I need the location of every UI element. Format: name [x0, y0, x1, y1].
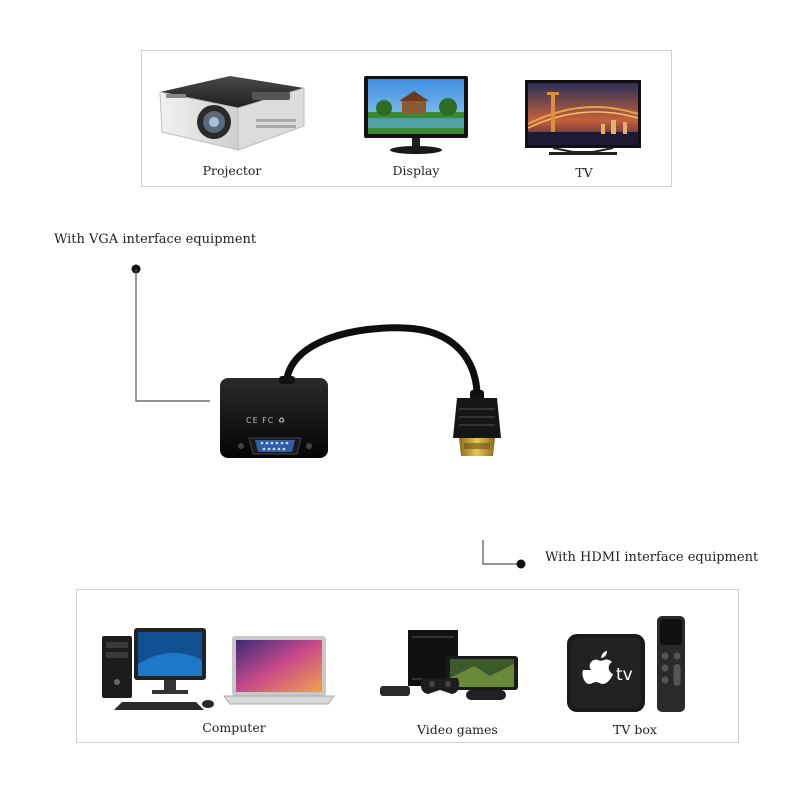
hdmi-equipment-label: With HDMI interface equipment: [545, 550, 759, 565]
adapter-certification-marks: CE FC ♻: [246, 416, 287, 425]
tv-box-caption: TV box: [613, 722, 657, 737]
computer-image: [100, 624, 335, 712]
display-image: [362, 74, 470, 156]
video-games-image: [378, 628, 522, 702]
tv-caption: TV: [575, 165, 593, 180]
display-caption: Display: [392, 163, 440, 178]
tv-box-image: tv: [565, 614, 693, 714]
video-games-caption: Video games: [417, 722, 498, 737]
projector-caption: Projector: [202, 163, 262, 178]
vga-equipment-label: With VGA interface equipment: [54, 232, 257, 247]
computer-caption: Computer: [202, 720, 266, 735]
svg-text:tv: tv: [616, 665, 633, 685]
tv-image: [523, 78, 643, 160]
projector-image: [152, 64, 312, 156]
vga-hdmi-adapter: [220, 324, 501, 458]
